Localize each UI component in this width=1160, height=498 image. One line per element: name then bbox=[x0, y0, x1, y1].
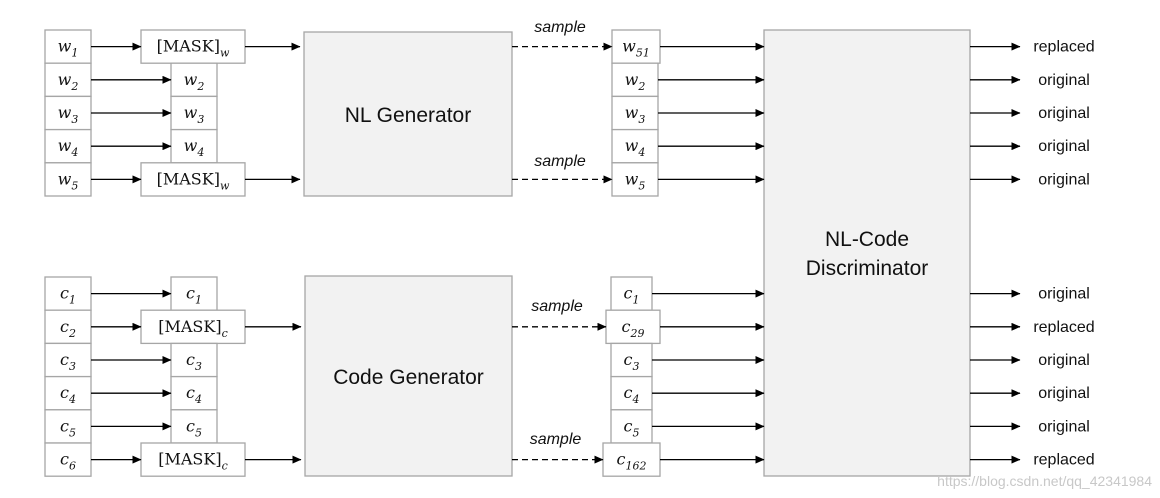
code-input-box bbox=[44, 375, 92, 411]
nl-input-box bbox=[44, 162, 92, 197]
code-output-box bbox=[605, 309, 661, 345]
code-masked-token: c5 bbox=[186, 416, 202, 439]
code-input-token: c2 bbox=[60, 317, 76, 340]
nl-generator-box bbox=[303, 31, 513, 197]
code-masked-box bbox=[170, 342, 218, 378]
nl-masked-token: w3 bbox=[184, 103, 205, 126]
nl-output-token: w2 bbox=[625, 70, 646, 93]
nl-output-token: w4 bbox=[625, 136, 646, 159]
code-sample-label: sample bbox=[531, 298, 583, 315]
code-input-box bbox=[44, 442, 92, 477]
nl-output-label: original bbox=[1038, 138, 1090, 155]
code-mask-token: [MASK]c bbox=[158, 317, 228, 340]
nl-output-label: original bbox=[1038, 105, 1090, 122]
code-input-token: c1 bbox=[60, 284, 76, 307]
nl-output-box bbox=[611, 95, 659, 131]
code-output-box bbox=[610, 342, 653, 378]
nl-output-box bbox=[611, 128, 659, 164]
nl-generator-label: NL Generator bbox=[345, 104, 471, 127]
code-masked-box bbox=[140, 442, 246, 477]
code-output-token: c1 bbox=[624, 284, 640, 307]
code-generator-label: Code Generator bbox=[333, 366, 484, 389]
code-input-box bbox=[44, 409, 92, 444]
nl-input-token: w1 bbox=[58, 37, 79, 60]
code-output-token: c4 bbox=[624, 383, 640, 406]
nl-input-token: w4 bbox=[58, 136, 79, 159]
code-output-label: original bbox=[1038, 286, 1090, 303]
code-output-label: replaced bbox=[1033, 319, 1094, 336]
code-output-label: original bbox=[1038, 385, 1090, 402]
nl-input-token: w2 bbox=[58, 70, 79, 93]
code-input-token: c4 bbox=[60, 383, 76, 406]
code-masked-token: c4 bbox=[186, 383, 202, 406]
nl-masked-box bbox=[170, 95, 218, 131]
code-output-token: c3 bbox=[624, 350, 640, 373]
nl-output-box bbox=[611, 62, 659, 98]
nl-masked-box bbox=[140, 162, 246, 197]
nl-output-label: original bbox=[1038, 171, 1090, 188]
code-input-token: c5 bbox=[60, 416, 76, 439]
discriminator-box bbox=[763, 29, 971, 477]
code-output-label: original bbox=[1038, 352, 1090, 369]
code-mask-token: [MASK]c bbox=[158, 450, 228, 473]
nl-output-token: w5 bbox=[625, 169, 646, 192]
code-output-label: original bbox=[1038, 418, 1090, 435]
discriminator-label-line2: Discriminator bbox=[806, 257, 929, 280]
code-masked-token: c1 bbox=[186, 284, 202, 307]
nl-output-token: w3 bbox=[625, 103, 646, 126]
code-sample-label: sample bbox=[530, 431, 582, 448]
nl-sample-label: sample bbox=[534, 153, 586, 170]
nl-masked-token: w4 bbox=[184, 136, 205, 159]
code-output-token: c29 bbox=[622, 317, 645, 340]
code-masked-box bbox=[170, 409, 218, 444]
nl-output-label: replaced bbox=[1033, 39, 1094, 56]
nl-input-token: w3 bbox=[58, 103, 79, 126]
nl-mask-token: [MASK]w bbox=[157, 37, 230, 60]
code-masked-token: c3 bbox=[186, 350, 202, 373]
code-input-token: c6 bbox=[60, 450, 76, 473]
code-output-token: c162 bbox=[617, 450, 647, 473]
nl-mask-token: [MASK]w bbox=[157, 169, 230, 192]
code-generator-box bbox=[304, 275, 513, 477]
code-output-token: c5 bbox=[624, 416, 640, 439]
watermark: https://blog.csdn.net/qq_42341984 bbox=[937, 473, 1152, 489]
discriminator-label-line1: NL-Code bbox=[825, 228, 909, 251]
nl-input-box bbox=[44, 95, 92, 131]
nl-output-label: original bbox=[1038, 72, 1090, 89]
nl-output-token: w51 bbox=[622, 37, 650, 60]
code-output-label: replaced bbox=[1033, 452, 1094, 469]
nl-input-box bbox=[44, 128, 92, 164]
nl-input-token: w5 bbox=[58, 169, 79, 192]
nl-sample-label: sample bbox=[534, 19, 586, 36]
nl-masked-box bbox=[170, 128, 218, 164]
token-rows: w1 [MASK]w w51 replaced w2 w2 w2 original w3 w3 w3… bbox=[44, 19, 1095, 477]
nl-masked-token: w2 bbox=[184, 70, 205, 93]
code-input-token: c3 bbox=[60, 350, 76, 373]
